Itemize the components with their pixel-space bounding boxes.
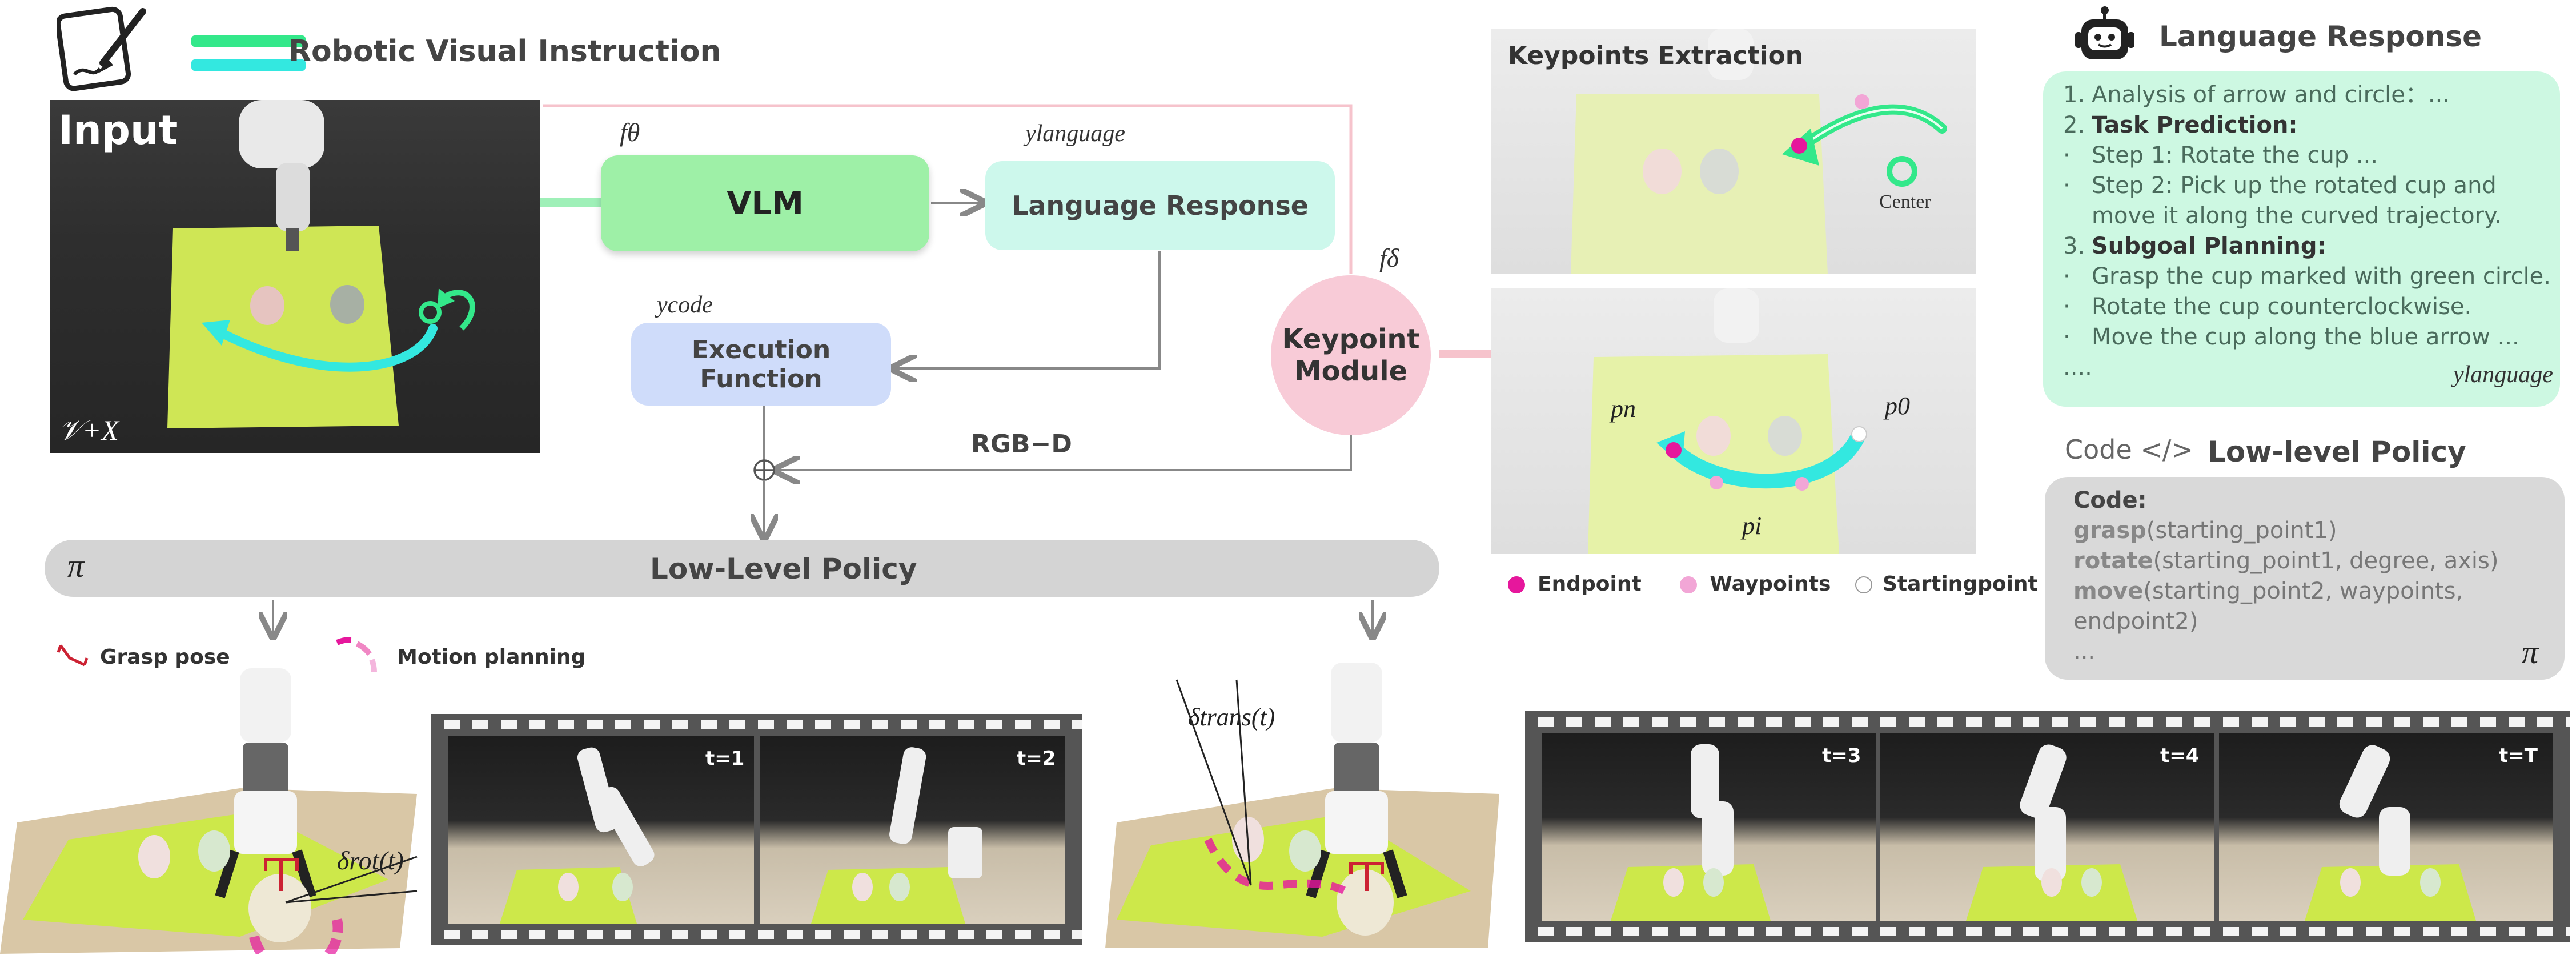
execution-function-box: Execution Function — [631, 323, 891, 406]
endpoint-dot-icon — [1508, 576, 1525, 593]
code-line: grasp(starting_point1) — [2073, 517, 2337, 544]
center-label: Center — [1879, 191, 1931, 212]
grasp-scene-image: δrot(t) — [0, 651, 423, 959]
f-theta-label: fθ — [620, 118, 640, 147]
code-icon-label: Code </> — [2065, 434, 2193, 465]
startingpoint-dot-icon — [1855, 576, 1872, 593]
motion-planning-icon — [334, 637, 386, 677]
legend-startingpoint: Startingpoint — [1882, 572, 2038, 596]
pn-label: pn — [1611, 395, 1636, 423]
film-frame-t2: t=2 — [760, 736, 1065, 924]
language-response-list: 1.Analysis of arrow and circle：... 2.Tas… — [2056, 80, 2551, 383]
pi-label: pi — [1742, 512, 1762, 540]
film-strip-1: t=1 t=2 — [431, 714, 1082, 945]
code-pi: π — [2522, 633, 2539, 671]
p0-label: p0 — [1885, 392, 1910, 420]
code-line: ... — [2073, 639, 2096, 665]
film-frame-t3: t=3 — [1542, 733, 1876, 921]
lr-item: 2.Task Prediction: — [2063, 112, 2298, 138]
low-level-policy-title: Low-level Policy — [2208, 435, 2466, 468]
lr-item: ·Move the cup along the blue arrow ... — [2063, 324, 2519, 350]
language-response-label: Language Response — [1012, 190, 1309, 221]
code-line: endpoint2) — [2073, 608, 2198, 635]
keypoint-module-line1: Keypoint — [1282, 323, 1420, 355]
policy-pi: π — [67, 547, 85, 584]
policy-bar-label: Low-Level Policy — [650, 552, 917, 585]
input-scene-image: Input 𝒱+X — [50, 100, 540, 453]
vlm-box: VLM — [601, 155, 929, 251]
lr-item: ·Rotate the cup counterclockwise. — [2063, 294, 2472, 320]
input-symbol: 𝒱+X — [58, 414, 119, 446]
code-list: Code: grasp(starting_point1) rotate(star… — [2073, 485, 2498, 667]
lr-item: .... — [2063, 354, 2092, 380]
lr-item: ·Grasp the cup marked with green circle. — [2063, 263, 2551, 290]
transfer-scene-image: δtrans(t) — [1105, 651, 1505, 954]
delta-rot-label: δrot(t) — [337, 846, 404, 875]
code-line: rotate(starting_point1, degree, axis) — [2073, 548, 2499, 574]
low-level-policy-bar: π Low-Level Policy — [45, 540, 1439, 597]
keypoint-module-line2: Module — [1294, 355, 1408, 387]
lr-item: ·Step 1: Rotate the cup ... — [2063, 142, 2378, 168]
header-title: Robotic Visual Instruction — [288, 34, 721, 69]
film-label-t2: t=2 — [1017, 747, 1056, 770]
keypoints-title: Keypoints Extraction — [1508, 41, 1804, 70]
keypoints-trajectory-image: pn p0 pi — [1491, 288, 1976, 554]
delta-trans-label: δtrans(t) — [1188, 703, 1275, 731]
lr-item: 1.Analysis of arrow and circle：... — [2063, 82, 2450, 108]
lr-y-language: ylanguage — [2453, 362, 2553, 388]
y-code-label: ycode — [657, 292, 713, 318]
film-label-t4: t=4 — [2160, 744, 2200, 767]
grasp-pose-label: Grasp pose — [100, 645, 230, 669]
lr-item: 3.Subgoal Planning: — [2063, 233, 2326, 259]
legend-endpoint: Endpoint — [1538, 572, 1642, 596]
robot-icon — [2073, 6, 2136, 69]
film-frame-t4: t=4 — [1880, 733, 2214, 921]
y-language-label: ylanguage — [1025, 121, 1125, 147]
legend-waypoints: Waypoints — [1710, 572, 1831, 596]
execution-function-label: Execution Function — [691, 335, 831, 394]
film-frame-t1: t=1 — [448, 736, 754, 924]
keypoint-module-circle: Keypoint Module — [1271, 275, 1431, 435]
rgbd-label: RGB−D — [971, 430, 1072, 459]
f-delta-label: fδ — [1379, 243, 1399, 272]
motion-planning-label: Motion planning — [397, 645, 586, 669]
film-label-t3: t=3 — [1822, 744, 1861, 767]
code-heading: Code: — [2073, 487, 2147, 513]
keypoints-legend: Endpoint Waypoints Startingpoint — [1508, 572, 2038, 596]
vlm-label: VLM — [727, 184, 804, 222]
film-strip-2: t=3 t=4 t=T — [1525, 711, 2570, 942]
code-panel — [2045, 477, 2565, 680]
keypoints-extraction-image: Keypoints Extraction Center — [1491, 29, 1976, 274]
input-label: Input — [58, 107, 178, 154]
edit-note-icon — [55, 6, 154, 91]
language-response-box: Language Response — [985, 161, 1335, 250]
lr-item: ·Step 2: Pick up the rotated cup and — [2063, 172, 2497, 199]
grasp-pose-icon — [57, 641, 89, 669]
language-response-title: Language Response — [2159, 20, 2482, 53]
lr-item: move it along the curved trajectory. — [2092, 203, 2502, 229]
instruction-legend-icon — [191, 35, 306, 75]
film-label-t1: t=1 — [705, 747, 745, 770]
waypoint-dot-icon — [1680, 576, 1698, 593]
language-response-panel — [2043, 71, 2560, 407]
code-line: move(starting_point2, waypoints, — [2073, 578, 2463, 604]
film-frame-tT: t=T — [2219, 733, 2553, 921]
film-label-tT: t=T — [2499, 744, 2538, 767]
